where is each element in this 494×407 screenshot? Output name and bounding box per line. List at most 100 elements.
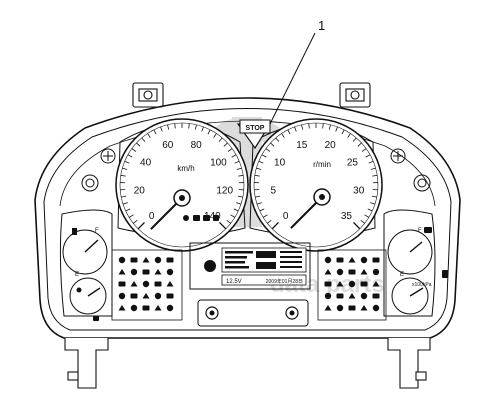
top-mounting-tabs	[132, 82, 371, 108]
warning-lamp-icon	[118, 256, 126, 264]
dial-minor-tick	[125, 208, 131, 212]
dial-minor-tick	[236, 202, 242, 205]
dial-minor-tick	[174, 123, 176, 129]
dial-minor-tick	[230, 214, 236, 218]
dial-minor-tick	[160, 126, 163, 132]
dial-minor-tick	[372, 174, 378, 177]
warning-lamp-icon	[348, 293, 356, 299]
warning-lamp-icon	[336, 281, 344, 287]
lcd-voltage-readout: 12.5V	[226, 279, 242, 285]
warning-lamp-icon	[372, 257, 380, 263]
right-panel-icons	[424, 227, 448, 278]
left-gauge-letter-e: E	[75, 272, 79, 278]
dial-major-tick	[219, 222, 227, 230]
warning-lamp-icon	[336, 257, 344, 263]
dial-tick-label: 20	[134, 185, 146, 196]
warning-lamp-icon	[154, 269, 162, 275]
center-lcd-display: 12.5V 2009年01月28日	[189, 242, 311, 290]
dial-minor-tick	[371, 195, 377, 198]
warning-lamp-icon	[118, 281, 126, 287]
warning-lamp-icon	[372, 281, 380, 287]
dial-minor-tick	[226, 219, 231, 224]
dial-minor-tick	[167, 124, 170, 130]
dial-minor-tick	[231, 154, 237, 158]
warning-lamp-icon	[166, 293, 174, 299]
bottom-mounting-feet	[64, 338, 431, 389]
dial-minor-tick	[124, 160, 130, 164]
warning-lamp-icon	[348, 305, 356, 311]
dial-minor-tick	[335, 126, 338, 132]
dial-minor-tick	[267, 219, 272, 224]
warning-lamp-icon	[142, 280, 150, 288]
dial-minor-tick	[256, 202, 262, 205]
left-panel-icons	[72, 228, 99, 321]
dial-major-tick	[137, 222, 145, 230]
lcd-mode-icon	[204, 260, 216, 272]
reset-knob-plate	[197, 299, 309, 327]
warning-lamp-icon	[118, 292, 126, 300]
dial-minor-tick	[128, 214, 134, 218]
dial-minor-tick	[201, 126, 204, 132]
callout-number: 1	[318, 18, 325, 33]
dial-minor-tick	[133, 219, 138, 224]
dial-minor-tick	[122, 202, 128, 205]
warning-lamp-icon	[118, 269, 126, 275]
dial-minor-tick	[194, 124, 197, 130]
warning-lamp-icon	[372, 293, 380, 299]
warning-lamp-icon	[142, 257, 150, 263]
right-gauge-panel: F E x100kPa	[383, 209, 448, 317]
dial-tick-label: 60	[162, 140, 174, 151]
dial-minor-tick	[361, 148, 367, 152]
warning-lamp-icon	[142, 269, 150, 275]
warning-lamp-icon	[130, 257, 138, 263]
dial-minor-tick	[360, 219, 365, 224]
dial-minor-tick	[261, 154, 267, 158]
dial-minor-tick	[255, 195, 261, 198]
warning-lamp-icon	[142, 293, 150, 299]
dial-minor-tick	[223, 142, 228, 147]
side-indicator-lamps	[81, 148, 431, 192]
dial-minor-tick	[262, 214, 268, 218]
dial-major-tick	[271, 222, 279, 230]
dial-minor-tick	[364, 214, 370, 218]
dial-minor-tick	[328, 124, 331, 130]
dial-tick-label: 80	[191, 140, 203, 151]
left-warning-lamps	[118, 256, 174, 312]
warning-lamp-icon	[154, 292, 162, 300]
tachometer-unit: r/min	[313, 160, 331, 169]
dial-minor-tick	[131, 148, 137, 152]
warning-lamp-icon	[360, 281, 368, 287]
dial-minor-tick	[352, 137, 357, 142]
dial-major-tick	[353, 222, 361, 230]
tachometer-ticks	[254, 123, 378, 230]
dial-minor-tick	[301, 124, 304, 130]
dial-tick-label: 0	[283, 211, 289, 222]
dial-minor-tick	[122, 167, 128, 170]
dial-minor-tick	[287, 129, 291, 135]
dial-minor-tick	[233, 208, 239, 212]
dial-minor-tick	[254, 174, 260, 177]
lcd-segment-rows	[225, 251, 302, 269]
speedometer-ticks	[120, 123, 244, 230]
dial-minor-tick	[213, 133, 217, 138]
dial-tick-label: 140	[204, 211, 221, 222]
right-warning-lamps	[324, 256, 380, 312]
dial-tick-label: 40	[140, 158, 152, 169]
dial-tick-label: 0	[149, 211, 155, 222]
dial-minor-tick	[136, 142, 141, 147]
warning-lamp-icon	[360, 305, 368, 311]
right-warning-lamp-grid	[317, 249, 387, 321]
dial-minor-tick	[238, 174, 244, 177]
dial-minor-tick	[227, 148, 233, 152]
warning-lamp-icon	[130, 293, 138, 299]
warning-lamp-icon	[336, 304, 344, 312]
warning-lamp-icon	[324, 292, 332, 300]
right-gauge-unit: x100kPa	[412, 282, 432, 288]
dial-minor-tick	[234, 160, 240, 164]
dial-tick-label: 120	[216, 185, 233, 196]
dial-minor-tick	[256, 167, 262, 170]
dial-tick-label: 15	[296, 140, 308, 151]
warning-lamp-icon	[348, 280, 356, 288]
